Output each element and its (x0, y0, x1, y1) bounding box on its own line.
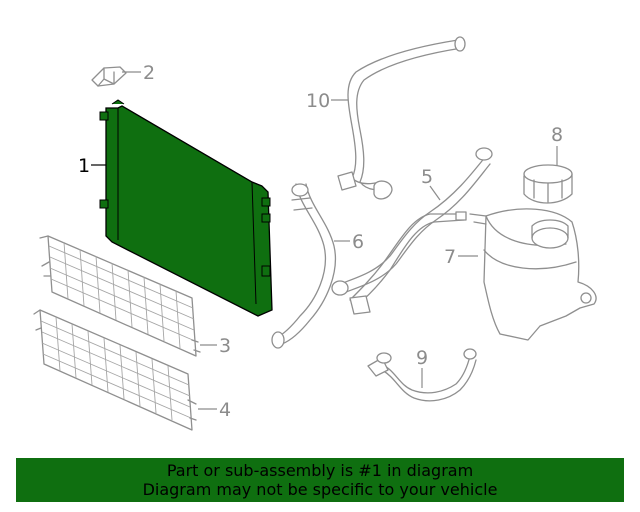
callout-number-3: 3 (219, 335, 231, 357)
part-4-grille-panel (33, 309, 197, 431)
callout-number-4: 4 (219, 399, 231, 421)
callout-3: 3 (200, 335, 231, 357)
banner-line-disclaimer: Diagram may not be specific to your vehi… (142, 480, 498, 499)
part-3-grille-panel (39, 235, 201, 357)
part-9-small-hose (367, 348, 477, 402)
callout-number-5: 5 (421, 166, 433, 188)
callout-6: 6 (334, 231, 364, 253)
callout-number-9: 9 (416, 347, 428, 369)
callout-number-1: 1 (78, 155, 90, 177)
part-5-coolant-pipe (331, 147, 493, 315)
part-10-upper-hose (337, 36, 466, 200)
part-1-radiator[interactable] (99, 99, 273, 317)
callout-1: 1 (78, 155, 106, 177)
part-2-bracket (91, 66, 127, 87)
part-6-radiator-hose (271, 183, 336, 349)
diagram-notice-banner: Part or sub-assembly is #1 in diagram Di… (16, 458, 624, 502)
callout-9: 9 (416, 347, 428, 388)
callout-number-7: 7 (444, 246, 456, 268)
part-7-expansion-tank (469, 208, 597, 341)
callout-10: 10 (306, 90, 348, 112)
callout-number-6: 6 (352, 231, 364, 253)
part-8-tank-cap (523, 164, 573, 204)
callout-4: 4 (198, 399, 231, 421)
callout-2: 2 (122, 62, 155, 84)
banner-line-part-number: Part or sub-assembly is #1 in diagram (166, 461, 474, 480)
callout-number-8: 8 (551, 124, 563, 146)
callout-number-10: 10 (306, 90, 330, 112)
callout-8: 8 (551, 124, 563, 166)
callout-5: 5 (421, 166, 441, 201)
callout-number-2: 2 (143, 62, 155, 84)
callout-7: 7 (444, 246, 478, 268)
